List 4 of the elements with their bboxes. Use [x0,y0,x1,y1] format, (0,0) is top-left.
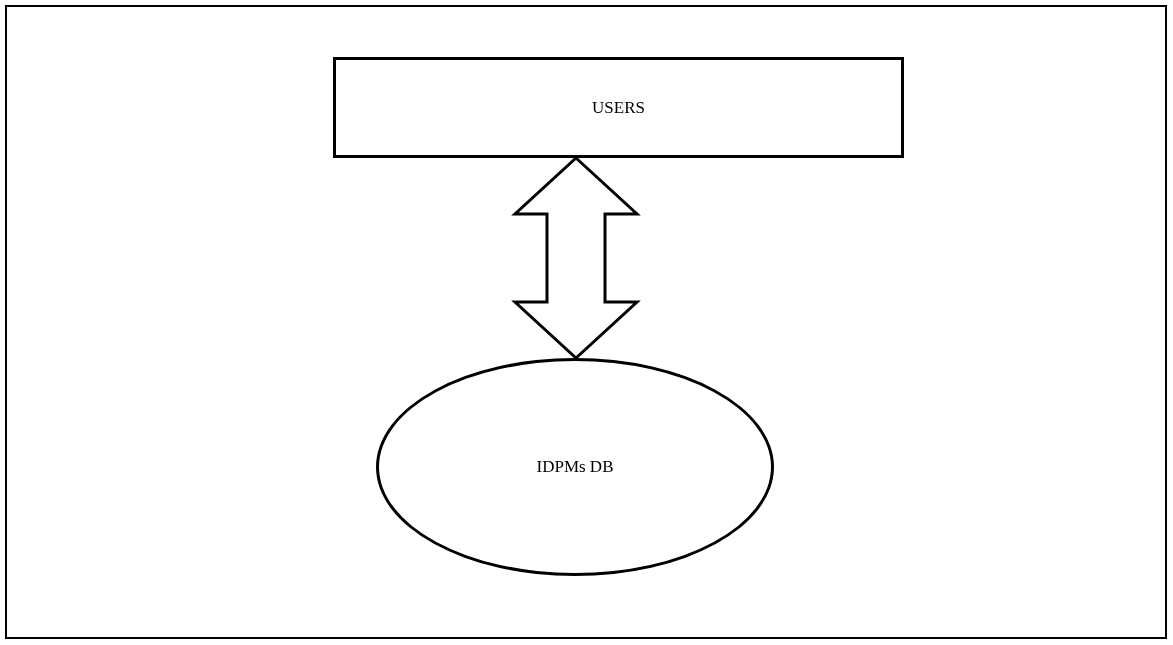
entity-box [333,57,904,158]
node-label: USERS [592,97,645,118]
node-label: IDPMs DB [536,457,614,477]
double-block-arrow [511,155,641,361]
